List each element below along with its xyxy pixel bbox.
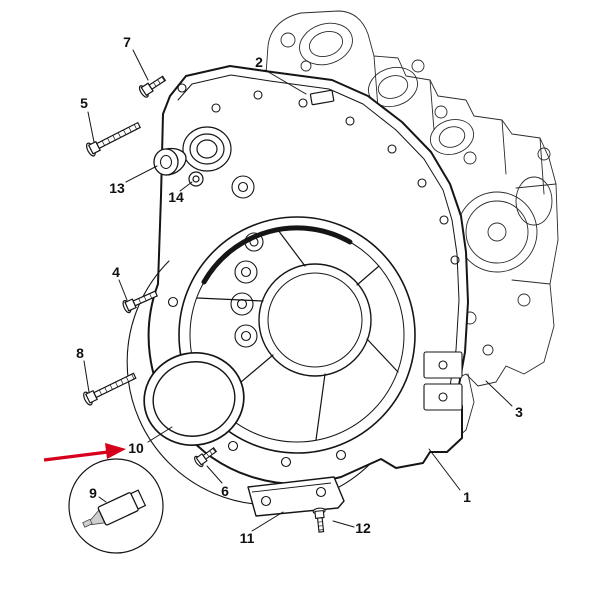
bore-shadow-arc bbox=[201, 225, 353, 285]
leader-5 bbox=[87, 111, 95, 143]
red-pointer-arrow bbox=[43, 443, 126, 462]
mount-pads bbox=[423, 351, 463, 411]
leader-6 bbox=[206, 465, 223, 484]
callout-label-2: 2 bbox=[255, 54, 263, 70]
callout-label-14: 14 bbox=[168, 189, 184, 205]
bolt-7-drawing bbox=[138, 75, 167, 98]
callout-label-5: 5 bbox=[80, 95, 88, 111]
leader-4 bbox=[118, 279, 128, 301]
seal-14-drawing bbox=[188, 171, 204, 187]
bosses bbox=[230, 232, 264, 348]
callout-label-12: 12 bbox=[355, 520, 371, 536]
leader-3 bbox=[485, 380, 513, 407]
leader-11 bbox=[251, 511, 284, 532]
ribs bbox=[196, 229, 399, 441]
leader-12 bbox=[332, 520, 355, 528]
leader-1 bbox=[428, 448, 461, 491]
sealant-tube-9-drawing bbox=[82, 489, 147, 528]
leader-lines bbox=[83, 49, 513, 532]
leader-7 bbox=[132, 49, 149, 81]
leader-13 bbox=[125, 165, 158, 183]
bolt-8-drawing bbox=[83, 372, 137, 406]
callout-label-3: 3 bbox=[515, 404, 523, 420]
callout-label-11: 11 bbox=[239, 530, 255, 546]
engine-block-drawing bbox=[265, 10, 559, 443]
callout-label-10: 10 bbox=[128, 440, 144, 456]
small-block-drawing bbox=[309, 89, 335, 106]
callout-label-6: 6 bbox=[221, 483, 229, 499]
callout-label-4: 4 bbox=[112, 264, 120, 280]
callout-label-9: 9 bbox=[89, 485, 97, 501]
hub-bore bbox=[258, 263, 372, 377]
bolt-5-drawing bbox=[86, 121, 142, 157]
bolt-6-drawing bbox=[194, 447, 218, 468]
leader-14 bbox=[179, 181, 193, 192]
flywheel-opening-rim bbox=[178, 216, 416, 454]
bolt-4-drawing bbox=[122, 290, 158, 314]
callout-label-13: 13 bbox=[109, 180, 125, 196]
callout-label-1: 1 bbox=[463, 489, 471, 505]
detail-circle bbox=[68, 458, 164, 554]
bolt-12-drawing bbox=[312, 507, 326, 533]
cover-plate-11-drawing bbox=[247, 476, 345, 517]
seal-bore-drawing bbox=[182, 126, 232, 172]
leader-10 bbox=[147, 426, 173, 443]
leader-8 bbox=[83, 360, 90, 393]
plug-13-drawing bbox=[153, 147, 187, 176]
callout-label-8: 8 bbox=[76, 345, 84, 361]
callout-label-7: 7 bbox=[123, 34, 131, 50]
leader-2 bbox=[264, 69, 307, 95]
sealant-detail-drawing bbox=[68, 458, 164, 554]
bolt-holes bbox=[167, 83, 460, 468]
leader-9 bbox=[98, 496, 107, 503]
oring-10-drawing bbox=[143, 351, 245, 447]
